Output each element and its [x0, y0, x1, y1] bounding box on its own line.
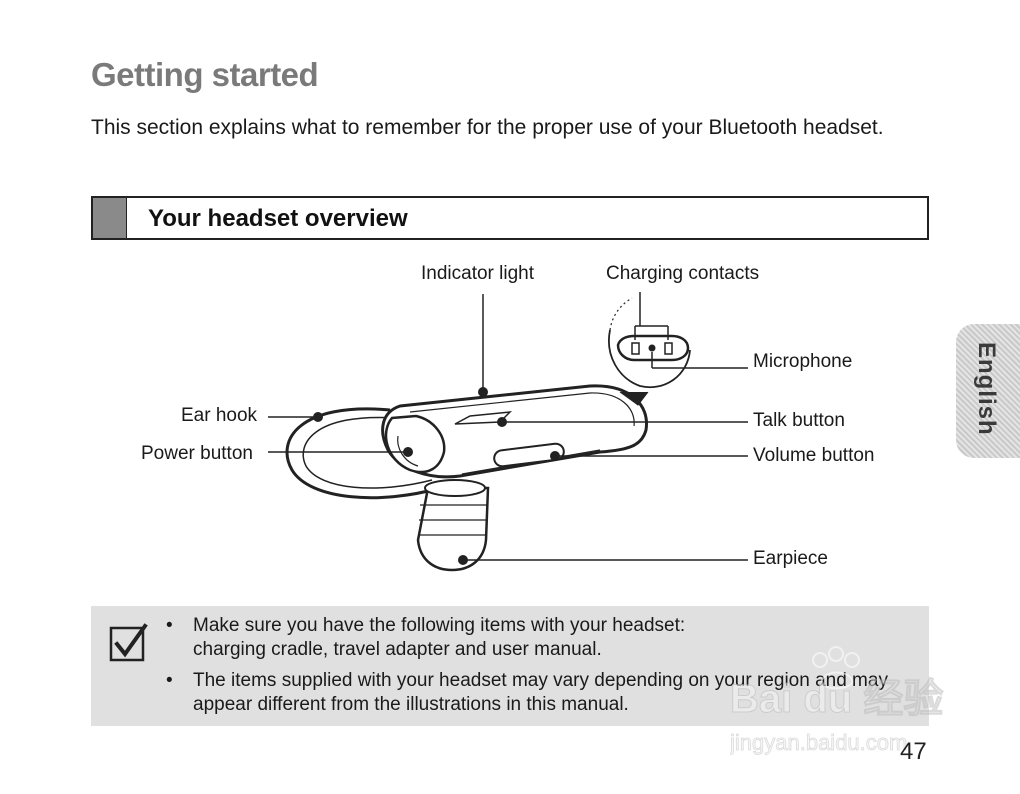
note-line: charging cradle, travel adapter and user…: [193, 639, 602, 660]
note-list: • Make sure you have the following items…: [166, 614, 916, 724]
label-power-button: Power button: [141, 443, 253, 464]
intro-paragraph: This section explains what to remember f…: [91, 116, 884, 139]
label-microphone: Microphone: [753, 351, 853, 372]
label-charging-contacts: Charging contacts: [606, 263, 760, 284]
bullet: •: [166, 615, 173, 636]
baidu-watermark: Bai du 经验 jingyan.baidu.com: [730, 646, 944, 755]
section-heading: Your headset overview: [148, 205, 408, 232]
watermark-brand: Bai du 经验: [730, 677, 943, 721]
label-volume-button: Volume button: [753, 445, 875, 466]
page-number: 47: [900, 738, 927, 765]
note-box: • Make sure you have the following items…: [91, 606, 929, 726]
note-line: The items supplied with your headset may…: [193, 670, 888, 691]
label-talk-button: Talk button: [753, 410, 845, 431]
language-tab-label: English: [973, 342, 1000, 436]
label-indicator-light: Indicator light: [421, 263, 535, 284]
watermark-url: jingyan.baidu.com: [730, 730, 907, 755]
list-item: • The items supplied with your headset m…: [166, 669, 916, 717]
list-item: • Make sure you have the following items…: [166, 614, 916, 662]
note-line: appear different from the illustrations …: [193, 694, 629, 715]
section-header: Your headset overview: [91, 196, 929, 240]
section-marker: [93, 198, 127, 238]
note-line: Make sure you have the following items w…: [193, 615, 686, 636]
page-title: Getting started: [91, 56, 319, 93]
checkbox-icon: [109, 623, 148, 662]
language-tab: English: [956, 324, 1020, 458]
bullet: •: [166, 670, 173, 691]
label-earpiece: Earpiece: [753, 548, 828, 569]
label-ear-hook: Ear hook: [181, 405, 258, 426]
